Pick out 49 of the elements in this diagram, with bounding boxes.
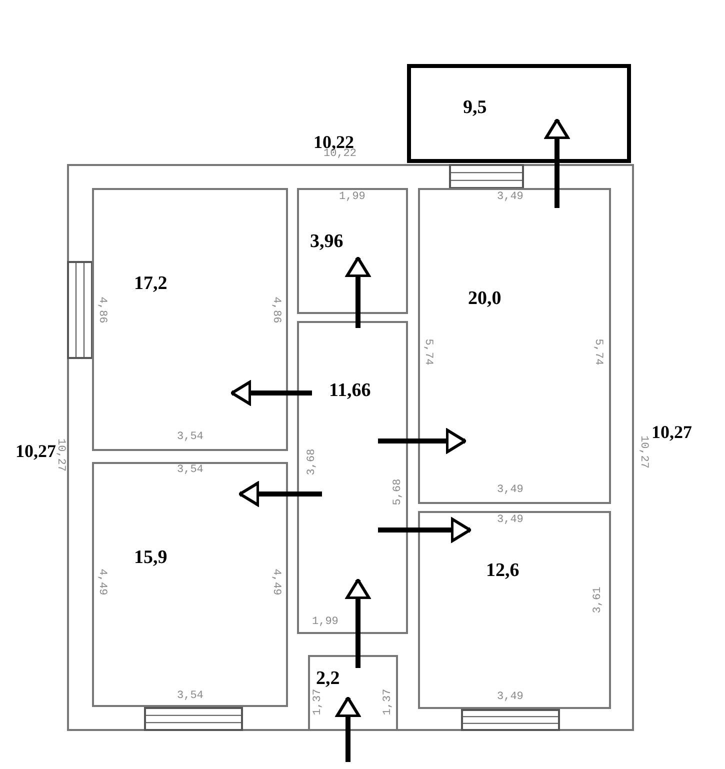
dimension-label: 4,86 [96,296,108,324]
room-area [92,462,288,707]
room-area [418,188,611,504]
arrow [346,578,370,668]
area-value: 17,2 [134,274,168,294]
dimension-label: 10,27 [637,436,649,468]
room-area [418,511,611,709]
dimension-label: 1,99 [339,191,366,203]
corridor-area [297,321,408,634]
dimension-label: 3,49 [497,514,524,526]
area-value: 20,0 [468,289,502,309]
dimension-label: 3,61 [592,586,604,614]
dimension-label: 4,49 [270,568,282,596]
dimension-label: 1,37 [382,688,394,716]
area-value: 9,5 [463,98,487,118]
arrow [544,118,570,208]
balcony-area [407,64,631,163]
dimension-label: 3,49 [497,691,524,703]
area-value: 11,66 [329,381,371,401]
dimension-label: 4,49 [96,568,108,596]
dimension-label: 1,37 [312,688,324,716]
arrow [230,380,312,406]
dimension-label: 4,86 [270,296,282,324]
dimension-label: 3,49 [497,191,524,203]
dimension-label: 5,74 [592,338,604,366]
room-area [297,188,408,314]
dimension-label: 3,54 [177,690,204,702]
dimension-label: 10,22 [324,148,357,160]
overall-dimension: 10,27 [652,422,692,442]
dimension-label: 3,54 [177,431,204,443]
vestibule-area [308,655,398,731]
dimension-label: 3,49 [497,484,524,496]
dimension-label: 5,68 [392,478,404,506]
dimension-label: 5,74 [422,338,434,366]
room-area [92,188,288,451]
area-value: 15,9 [134,548,168,568]
area-value: 2,2 [316,669,340,689]
dimension-label: 3,54 [177,464,204,476]
dimension-label: 10,27 [54,438,66,472]
arrow [238,482,322,506]
dimension-label: 1,99 [312,616,338,628]
dimension-label: 3,68 [306,448,318,476]
area-value: 3,96 [310,232,344,252]
arrow [336,696,360,762]
arrow [378,428,466,454]
overall-dimension: 10,27 [16,441,56,461]
arrow [378,518,472,542]
arrow [346,256,370,328]
area-value: 12,6 [486,561,520,581]
